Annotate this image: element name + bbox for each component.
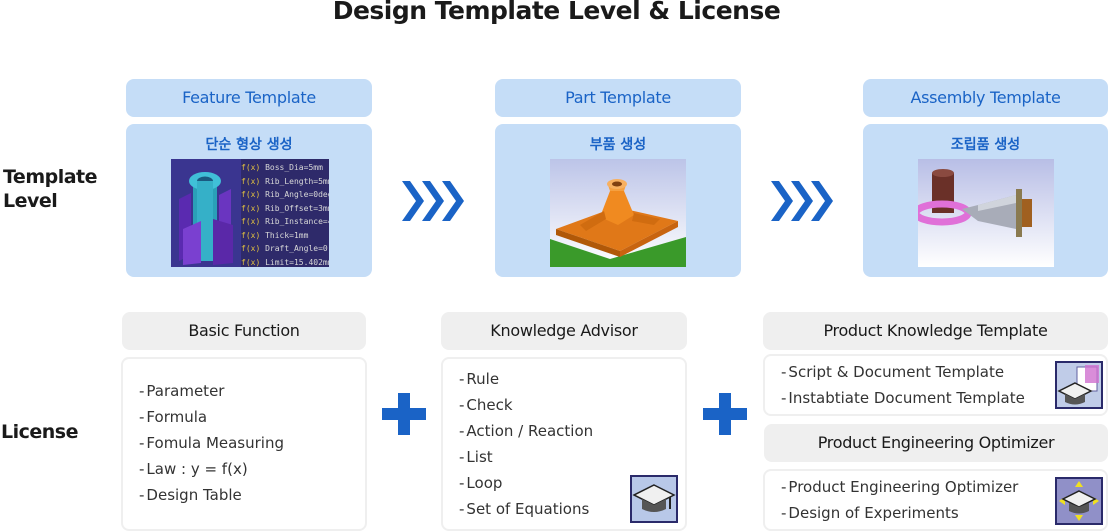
- list-item: Action / Reaction: [459, 418, 593, 444]
- param-line: Rib_Length=5mm: [241, 177, 329, 186]
- template-level-label-text: Template Level: [3, 166, 98, 212]
- plus-icon: [382, 393, 426, 435]
- page-title: Design Template Level & License: [332, 0, 781, 25]
- basic-function-panel: Parameter Formula Fomula Measuring Law :…: [121, 357, 367, 531]
- assembly-model-icon: [918, 159, 1054, 267]
- product-engineering-optimizer-list: Product Engineering Optimizer Design of …: [781, 474, 1018, 526]
- param-line: Thick=1mm: [241, 231, 308, 240]
- part-template-panel: 부품 생성: [495, 124, 741, 277]
- list-item: Instabtiate Document Template: [781, 385, 1024, 411]
- param-line: Boss_Dia=5mm: [241, 163, 323, 172]
- license-label: License: [1, 421, 79, 443]
- list-item: Design Table: [139, 482, 284, 508]
- part-model-image: [550, 159, 686, 267]
- document-template-icon: [1055, 361, 1103, 409]
- assembly-template-subtitle: 조립품 생성: [950, 137, 1021, 153]
- assembly-template-header: Assembly Template: [863, 79, 1108, 117]
- feature-model-image: Boss_Dia=5mm Rib_Length=5mm Rib_Angle=0d…: [171, 159, 329, 267]
- feature-template-subtitle: 단순 형상 생성: [205, 137, 293, 153]
- list-item: Product Engineering Optimizer: [781, 474, 1018, 500]
- template-level-label: Template Level: [3, 165, 98, 213]
- assembly-model-image: [918, 159, 1054, 267]
- param-line: Rib_Angle=0deg: [241, 190, 329, 199]
- param-line: Limit=15.402mm: [241, 258, 329, 267]
- list-item: Set of Equations: [459, 496, 593, 522]
- assembly-template-panel: 조립품 생성: [863, 124, 1108, 277]
- product-knowledge-template-panel: Script & Document Template Instabtiate D…: [763, 354, 1108, 416]
- list-item: Check: [459, 392, 593, 418]
- knowledge-advisor-list: Rule Check Action / Reaction List Loop S…: [459, 366, 593, 522]
- feature-template-header: Feature Template: [126, 79, 372, 117]
- param-line: Rib_Offset=3mm: [241, 204, 329, 213]
- bracket-part-icon: [550, 159, 686, 267]
- param-line: Draft_Angle=0.5d: [241, 244, 329, 253]
- list-item: Rule: [459, 366, 593, 392]
- basic-function-header: Basic Function: [122, 312, 366, 350]
- knowledge-advisor-header: Knowledge Advisor: [441, 312, 687, 350]
- feature-template-panel: 단순 형상 생성 Boss_Dia=5mm Rib_Length=5mm Rib…: [126, 124, 372, 277]
- list-item: Script & Document Template: [781, 359, 1025, 385]
- product-engineering-optimizer-header: Product Engineering Optimizer: [764, 424, 1108, 462]
- list-item: Law : y = f(x): [139, 456, 284, 482]
- part-template-subtitle: 부품 생성: [589, 137, 647, 153]
- param-line: Rib_Instance=4: [241, 217, 329, 226]
- product-engineering-optimizer-panel: Product Engineering Optimizer Design of …: [763, 469, 1108, 531]
- parameter-list: Boss_Dia=5mm Rib_Length=5mm Rib_Angle=0d…: [241, 161, 329, 267]
- basic-function-list: Parameter Formula Fomula Measuring Law :…: [139, 378, 284, 508]
- list-item: List: [459, 444, 593, 470]
- product-knowledge-template-list: Script & Document Template Instabtiate D…: [781, 359, 1025, 411]
- part-template-header: Part Template: [495, 79, 741, 117]
- boss-rib-model-icon: [171, 159, 241, 267]
- product-knowledge-template-header: Product Knowledge Template: [763, 312, 1108, 350]
- list-item: Parameter: [139, 378, 284, 404]
- chevron-right-icon: [402, 181, 464, 221]
- list-item: Design of Experiments: [781, 500, 1018, 526]
- chevron-right-icon: [771, 181, 833, 221]
- optimizer-icon: [1055, 477, 1103, 525]
- list-item: Fomula Measuring: [139, 430, 284, 456]
- graduation-cap-icon: [630, 475, 678, 523]
- list-item: Loop: [459, 470, 593, 496]
- list-item: Formula: [139, 404, 284, 430]
- plus-icon: [703, 393, 747, 435]
- knowledge-advisor-panel: Rule Check Action / Reaction List Loop S…: [441, 357, 687, 531]
